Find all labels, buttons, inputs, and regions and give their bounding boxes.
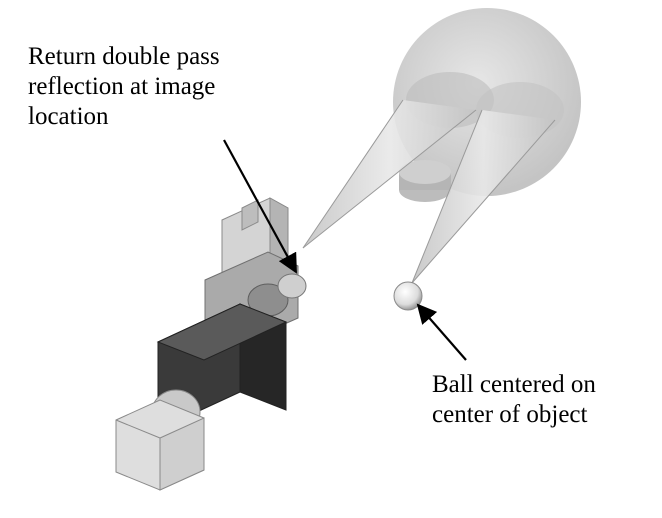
right-beam-cone <box>411 109 556 284</box>
ball-arrow <box>416 303 467 361</box>
return-reflection-arrow <box>223 139 297 274</box>
interferometer-housing <box>115 197 307 491</box>
left-beam-cone <box>302 99 477 249</box>
ball-label: Ball centered on center of object <box>432 371 596 428</box>
optic-mount-cylinder <box>399 160 451 202</box>
return-reflection-label: Return double pass reflection at image l… <box>28 43 220 130</box>
reference-ball <box>393 281 423 311</box>
